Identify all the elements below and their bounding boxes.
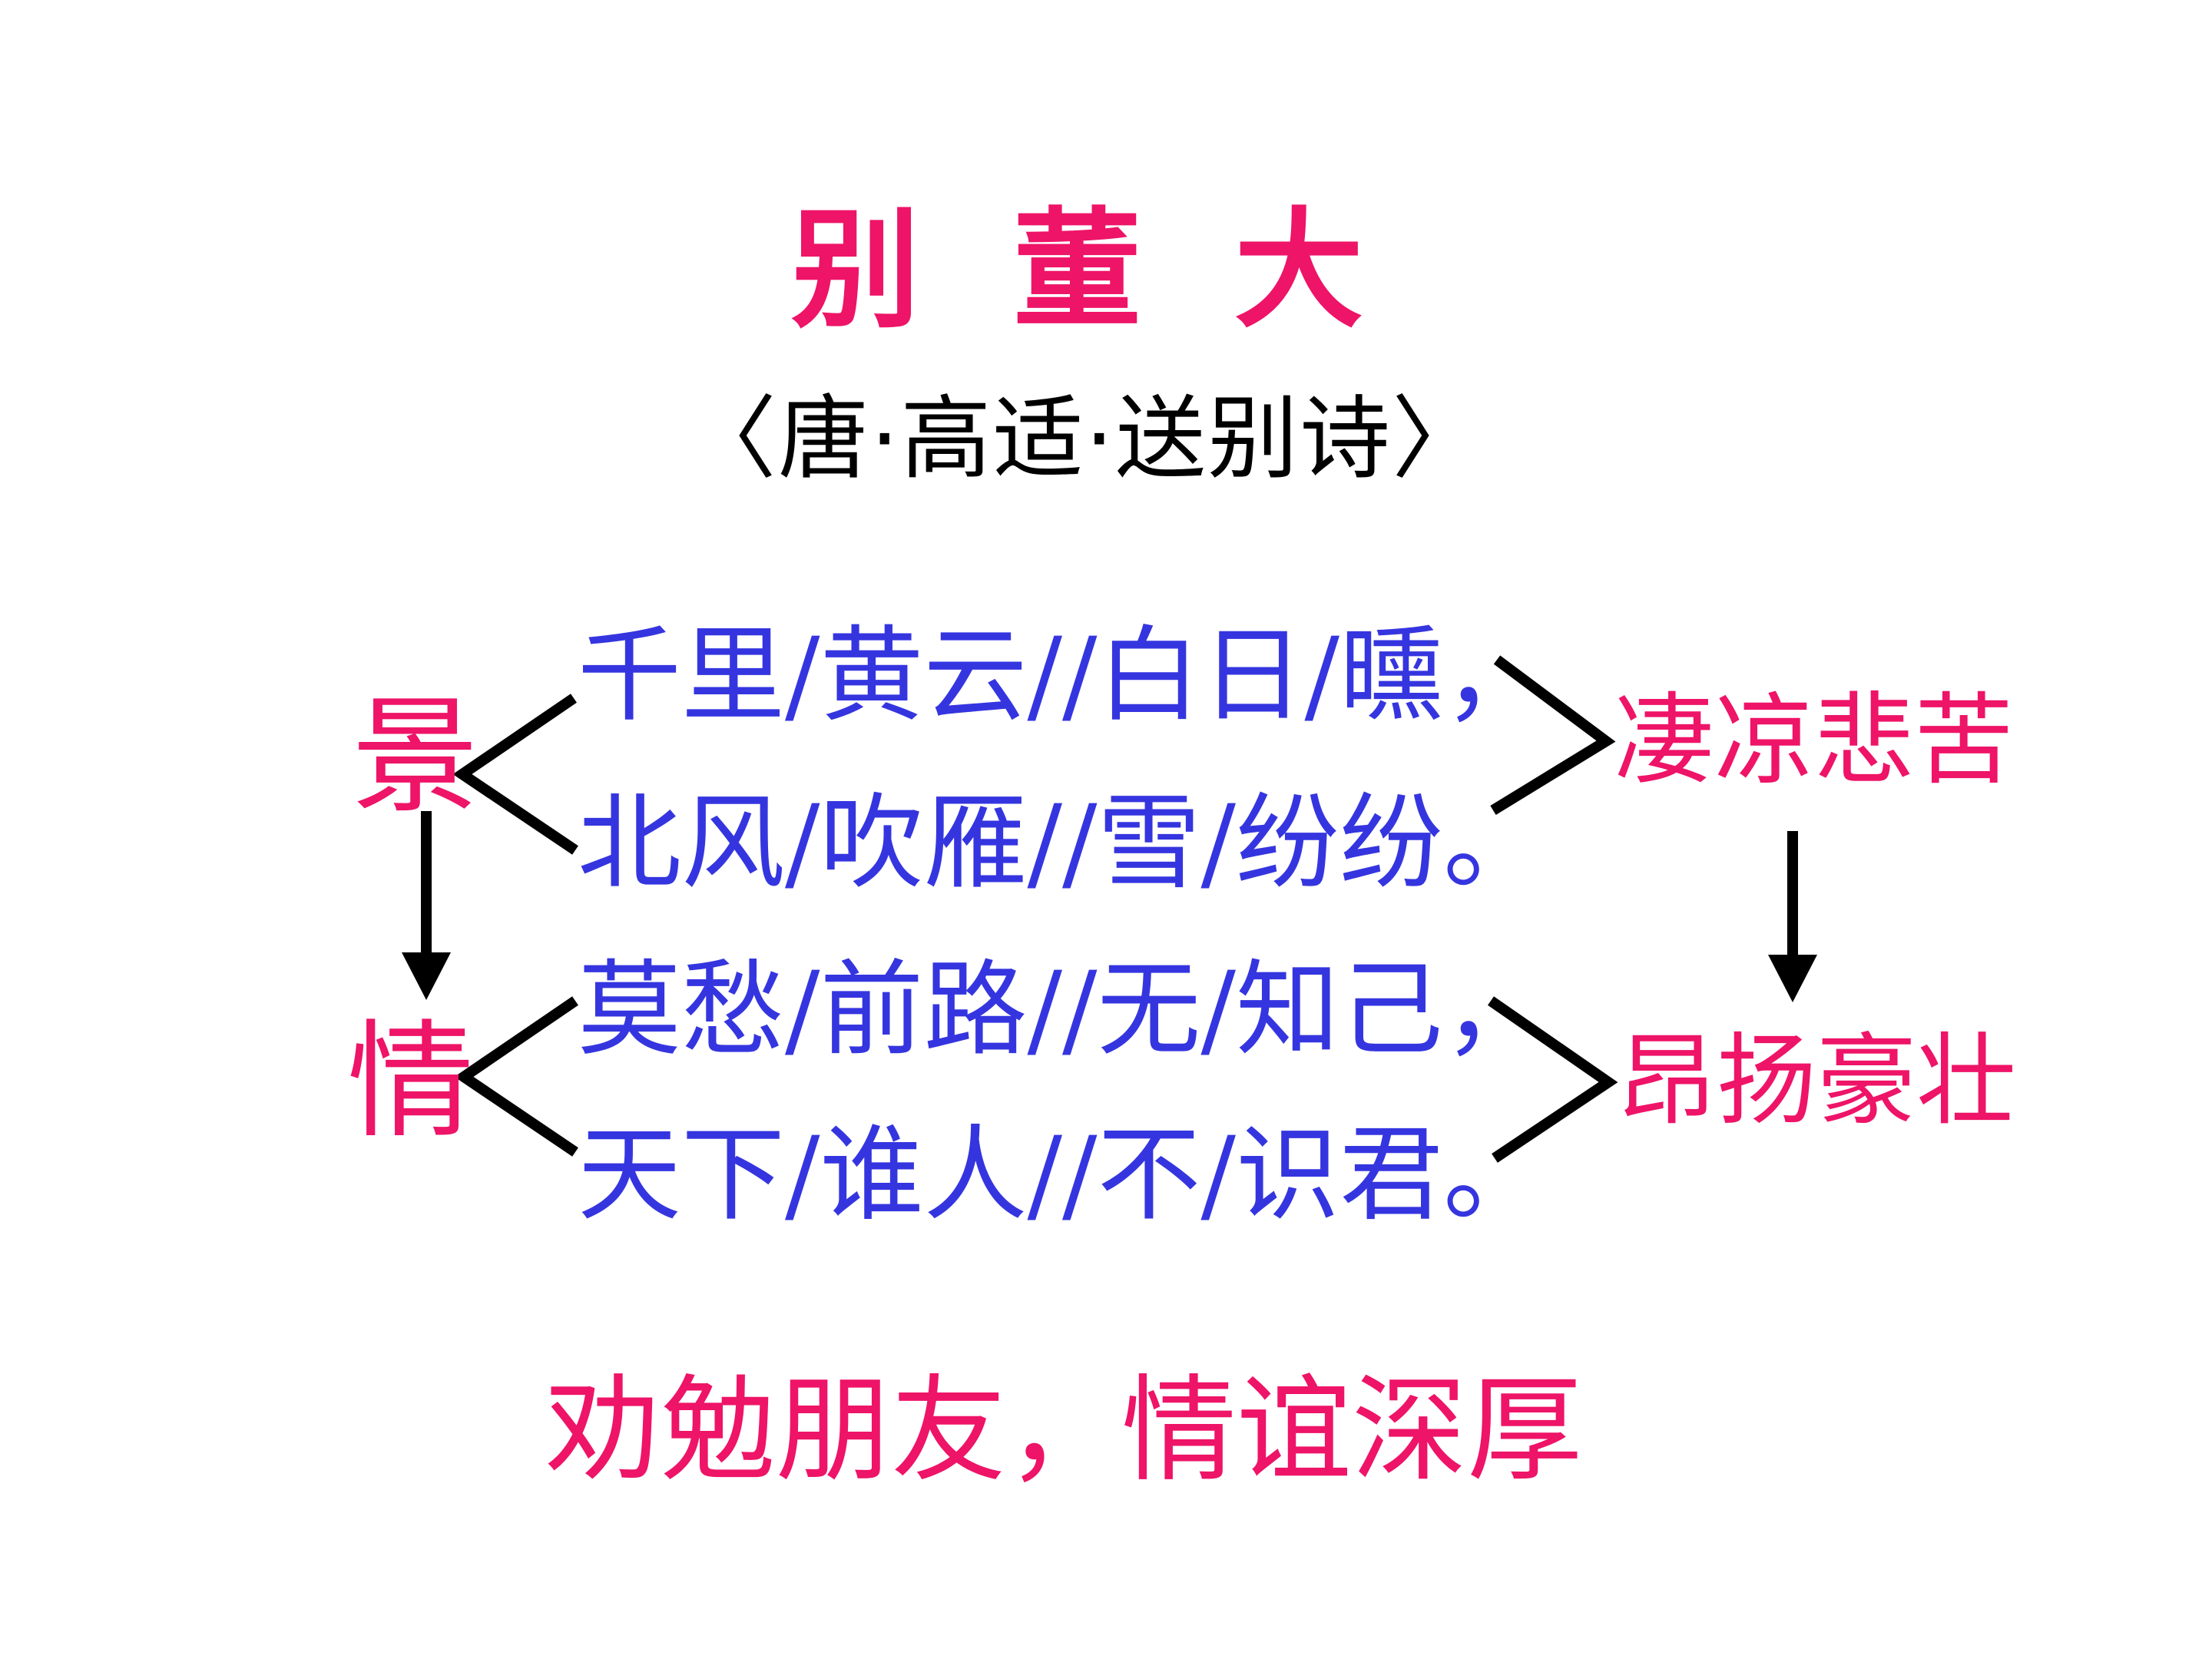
scene-to-emotion-arrow — [402, 811, 451, 1000]
scene-label: 景 — [352, 683, 478, 830]
scene-brace — [452, 694, 578, 855]
poem-line-4: 天下/谁人//不/识君。 — [578, 1114, 1547, 1235]
emotion-brace — [454, 996, 578, 1157]
footer-text: 劝勉朋友，情谊深厚 — [545, 1364, 1583, 1498]
arrow-head-icon — [402, 952, 451, 1000]
poem-line-3: 莫愁/前路//无/知己， — [578, 949, 1547, 1070]
poem-line-2: 北风/吹雁//雪/纷纷。 — [578, 783, 1547, 903]
emotion-label: 情 — [347, 1008, 474, 1155]
arrow-head-icon — [1768, 955, 1817, 1002]
mood-label-heroic: 昂扬豪壮 — [1617, 1022, 2017, 1139]
mood-label-desolate: 凄凉悲苦 — [1614, 682, 2015, 799]
poem-line-1: 千里/黄云//白日/曛， — [578, 615, 1547, 736]
slide-title: 别 董 大 — [791, 195, 1377, 346]
mood-to-mood-arrow — [1768, 831, 1817, 1002]
slide-subtitle: 〈唐·高适·送别诗〉 — [686, 386, 1485, 492]
